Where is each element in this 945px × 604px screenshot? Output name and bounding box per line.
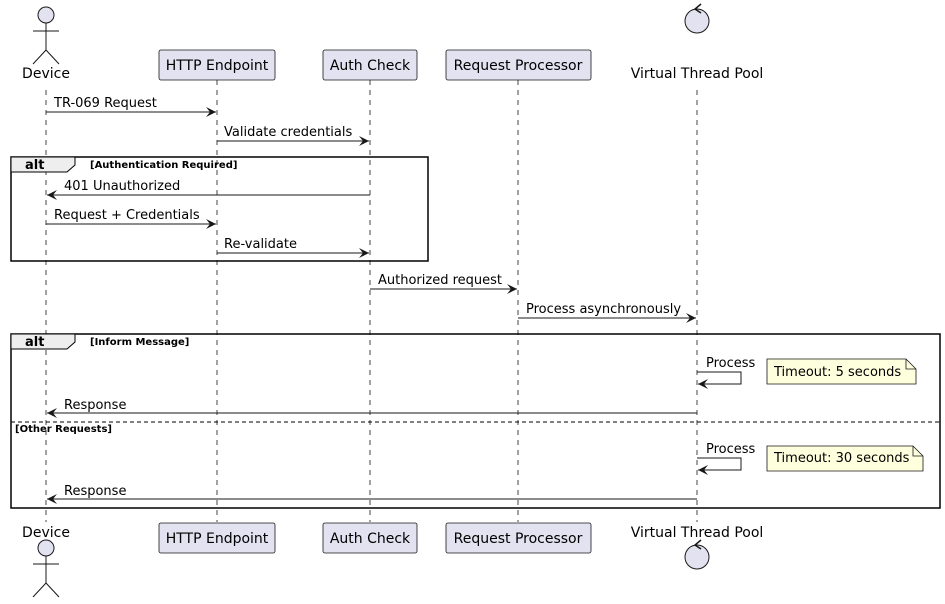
message-label: 401 Unauthorized (64, 179, 180, 194)
fragment-guard: [Other Requests] (15, 424, 112, 435)
message-tr069-request: TR-069 Request (46, 96, 216, 117)
message-401-unauthorized: 401 Unauthorized (47, 179, 370, 200)
actor-device-top: Device (22, 6, 70, 82)
participant-label-request-processor: Request Processor (454, 531, 583, 547)
participant-label-virtual-thread-pool: Virtual Thread Pool (631, 525, 764, 541)
participants-top: Device HTTP Endpoint Auth Check Request … (22, 3, 764, 82)
message-process-asynchronously: Process asynchronously (518, 302, 696, 323)
message-label: Process asynchronously (526, 302, 681, 317)
message-label: Validate credentials (224, 125, 353, 140)
fragment-keyword: alt (25, 158, 44, 173)
message-label: Authorized request (378, 273, 502, 288)
self-message-arrow (697, 371, 742, 389)
message-label: Process (706, 442, 756, 457)
participant-label-device: Device (22, 66, 70, 82)
control-icon (684, 3, 710, 34)
actor-icon (32, 6, 60, 65)
notes: Timeout: 5 seconds Timeout: 30 seconds (766, 358, 924, 472)
participant-http-endpoint-top: HTTP Endpoint (158, 49, 276, 81)
participant-label-auth-check: Auth Check (330, 58, 411, 74)
participant-box (445, 522, 592, 554)
note-fold (912, 446, 923, 457)
participant-box (158, 522, 276, 554)
note-fold (905, 359, 916, 370)
message-re-validate: Re-validate (217, 237, 369, 258)
participant-box (322, 522, 418, 554)
message-response-1: Response (47, 398, 697, 418)
messages: TR-069 Request Validate credentials 401 … (46, 96, 756, 504)
fragment-header-tab (10, 333, 76, 350)
fragment-keyword: alt (25, 335, 44, 350)
participant-http-endpoint-bottom: HTTP Endpoint (158, 522, 276, 554)
fragment-header-tab (10, 156, 76, 173)
participant-label-device: Device (22, 525, 70, 541)
message-request-credentials: Request + Credentials (46, 208, 216, 229)
participant-label-auth-check: Auth Check (330, 531, 411, 547)
note-text: Timeout: 5 seconds (773, 365, 901, 380)
participant-box (158, 49, 276, 81)
note-timeout-5: Timeout: 5 seconds (766, 358, 917, 385)
actor-device-bottom: Device (22, 525, 70, 598)
alt-fragment-messages: alt [Inform Message] [Other Requests] (10, 333, 941, 509)
participant-request-processor-top: Request Processor (445, 49, 592, 81)
participant-virtual-thread-pool-bottom: Virtual Thread Pool (631, 525, 764, 570)
note-text: Timeout: 30 seconds (773, 451, 910, 466)
message-label: Request + Credentials (54, 208, 200, 223)
message-process-self-2: Process (697, 442, 756, 475)
participant-virtual-thread-pool-top: Virtual Thread Pool (631, 3, 764, 82)
message-process-self-1: Process (697, 356, 756, 389)
participant-label-http-endpoint: HTTP Endpoint (166, 531, 269, 547)
message-response-2: Response (47, 484, 697, 504)
fragment-guard: [Authentication Required] (90, 160, 237, 171)
message-label: Response (64, 398, 126, 413)
control-icon (684, 539, 710, 570)
participant-auth-check-top: Auth Check (322, 49, 418, 81)
note-timeout-30: Timeout: 30 seconds (766, 445, 924, 472)
participant-box (445, 49, 592, 81)
fragment-guard: [Inform Message] (90, 337, 189, 348)
participant-label-virtual-thread-pool: Virtual Thread Pool (631, 66, 764, 82)
message-label: Process (706, 356, 756, 371)
message-label: Re-validate (224, 237, 297, 252)
message-authorized-request: Authorized request (370, 273, 517, 294)
alt-fragment-authentication: alt [Authentication Required] (10, 156, 429, 262)
note-box (766, 358, 917, 385)
message-label: Response (64, 484, 126, 499)
message-validate-credentials: Validate credentials (217, 125, 369, 146)
self-message-arrow (697, 457, 742, 475)
participant-auth-check-bottom: Auth Check (322, 522, 418, 554)
actor-icon (32, 539, 60, 598)
fragment-frame (10, 156, 429, 262)
message-label: TR-069 Request (53, 96, 157, 111)
fragment-frame (10, 333, 941, 509)
note-box (766, 445, 924, 472)
participant-label-request-processor: Request Processor (454, 58, 583, 74)
lifelines (45, 80, 698, 522)
participant-label-http-endpoint: HTTP Endpoint (166, 58, 269, 74)
participant-box (322, 49, 418, 81)
participant-request-processor-bottom: Request Processor (445, 522, 592, 554)
participants-bottom: Device HTTP Endpoint Auth Check Request … (22, 522, 764, 598)
